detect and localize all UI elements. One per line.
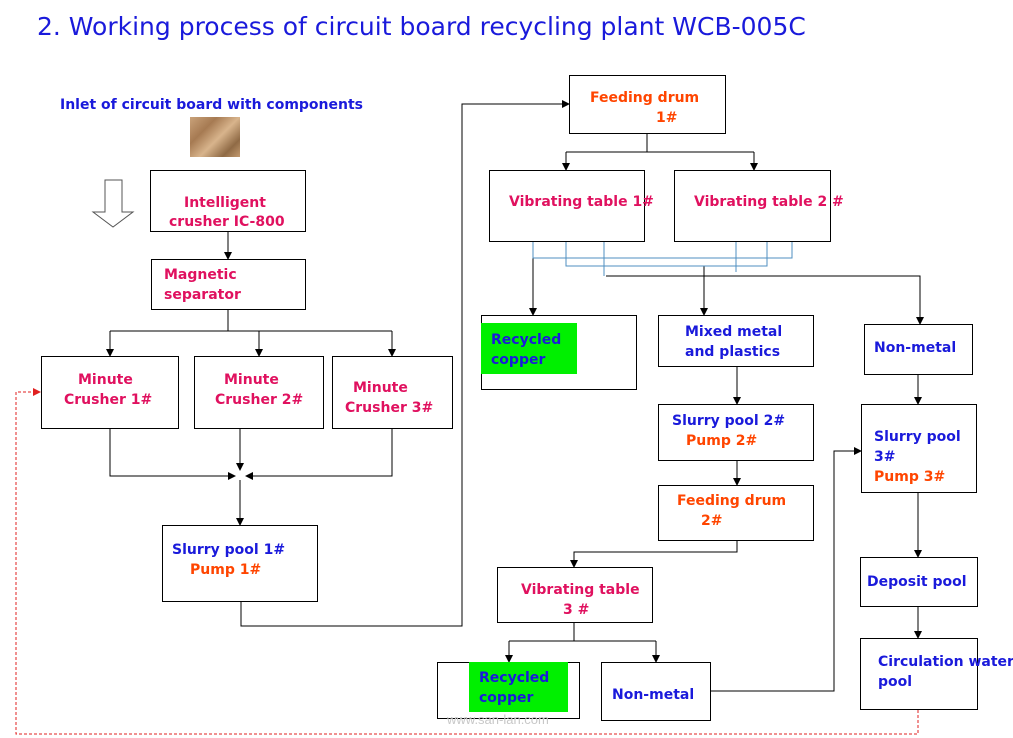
minute-crusher-3-node <box>332 356 453 429</box>
vib3-line1: Vibrating table <box>521 582 640 598</box>
minute3-line2: Crusher 3# <box>345 400 434 416</box>
nonmetal1-label: Non-metal <box>874 340 957 356</box>
minute1-line1: Minute <box>78 372 133 388</box>
vibrating-table-1-node <box>489 170 645 242</box>
nonmetal2-label: Non-metal <box>612 687 695 703</box>
minute1-line2: Crusher 1# <box>64 392 153 408</box>
vibrating-table-3-node <box>497 567 653 623</box>
slurry-pool-3-node <box>861 404 977 493</box>
inlet-label: Inlet of circuit board with components <box>60 97 364 113</box>
slurry1-line2: Pump 1# <box>190 562 262 578</box>
feeding1-line2: 1# <box>656 110 678 126</box>
magnetic-line1: Magnetic <box>164 267 237 283</box>
copper2-line1: Recycled <box>479 670 550 686</box>
vib2-label: Vibrating table 2 # <box>694 194 844 210</box>
minute-crusher-1-node <box>41 356 179 429</box>
non-metal-1-node <box>864 324 973 375</box>
circuit-board-photo <box>190 117 240 157</box>
minute-crusher-2-node <box>194 356 324 429</box>
mixed-line2: and plastics <box>685 344 781 360</box>
feeding2-line1: Feeding drum <box>677 493 787 509</box>
slurry3-line2: 3# <box>874 449 896 465</box>
slurry3-line3: Pump 3# <box>874 469 946 485</box>
slurry-pool-2-node <box>658 404 814 461</box>
feeding-drum-1-node <box>569 75 726 134</box>
page-title: 2. Working process of circuit board recy… <box>37 12 806 41</box>
crusher-line2: crusher IC-800 <box>169 214 285 230</box>
deposit-pool-node <box>860 557 978 607</box>
slurry-pool-1-node <box>162 525 318 602</box>
slurry3-line1: Slurry pool <box>874 429 961 445</box>
slurry2-line1: Slurry pool 2# <box>672 413 786 429</box>
magnetic-separator-node <box>151 259 306 310</box>
mixed-metal-plastics-node <box>658 315 814 367</box>
minute2-line2: Crusher 2# <box>215 392 304 408</box>
crusher-line1: Intelligent <box>184 195 266 211</box>
slurry2-line2: Pump 2# <box>686 433 758 449</box>
vib3-line2: 3 # <box>563 602 590 618</box>
feeding-drum-2-node <box>658 485 814 541</box>
watermark: www.san-lan.com <box>447 712 549 727</box>
copper1-line1: Recycled <box>491 332 562 348</box>
intelligent-crusher-node <box>150 170 306 232</box>
magnetic-line2: separator <box>164 287 241 303</box>
feeding2-line2: 2# <box>701 513 723 529</box>
circulation-water-pool-node <box>860 638 978 710</box>
minute2-line1: Minute <box>224 372 279 388</box>
circulation-line2: pool <box>878 674 913 690</box>
non-metal-2-node <box>601 662 711 721</box>
copper2-line2: copper <box>479 690 534 706</box>
copper-highlight <box>469 662 568 712</box>
inlet-arrow-icon <box>91 179 135 228</box>
minute3-line1: Minute <box>353 380 408 396</box>
copper1-line2: copper <box>491 352 546 368</box>
vib1-label: Vibrating table 1# <box>509 194 654 210</box>
slurry1-line1: Slurry pool 1# <box>172 542 286 558</box>
vibrating-table-2-node <box>674 170 831 242</box>
feeding1-line1: Feeding drum <box>590 90 700 106</box>
mixed-line1: Mixed metal <box>685 324 783 340</box>
deposit-label: Deposit pool <box>867 574 967 590</box>
copper-highlight <box>481 323 577 374</box>
circulation-line1: Circulation water <box>878 654 1013 670</box>
